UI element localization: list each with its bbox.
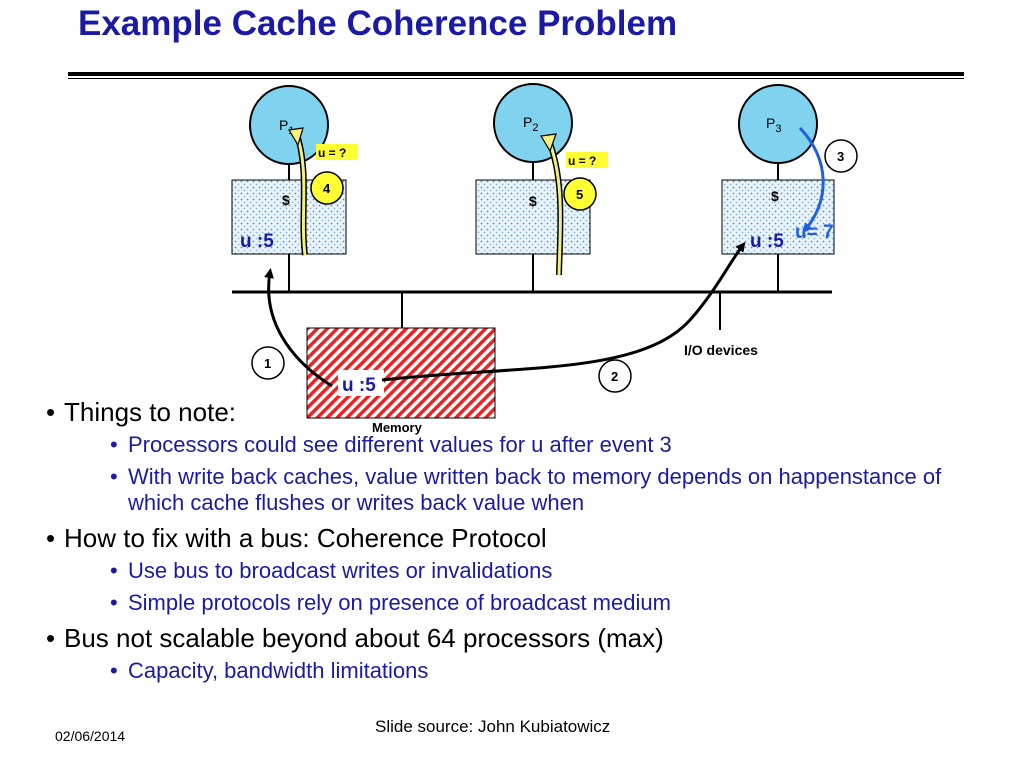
query-1-box	[316, 144, 358, 160]
event-1-label: 1	[264, 356, 271, 371]
slide-source: Slide source: John Kubiatowicz	[375, 717, 611, 736]
query-2-box	[566, 152, 608, 168]
event-3-badge	[824, 139, 858, 173]
processor-3-label: P3	[766, 115, 781, 135]
event-1-badge	[251, 346, 285, 380]
event-2-label: 2	[611, 369, 618, 384]
event-4-label: 4	[323, 181, 331, 196]
processor-1-circle	[249, 85, 329, 165]
processor-1: P1 $ u :5	[231, 85, 347, 292]
processor-2-label: P2	[523, 114, 538, 134]
cache-3-label: $	[771, 188, 779, 204]
query-2-label: u = ?	[568, 154, 596, 168]
event-5-badge	[563, 177, 597, 211]
memory-value: u :5	[342, 375, 376, 396]
bullet-3-1: Capacity, bandwidth limitations	[42, 658, 982, 684]
event-4-badge	[310, 171, 344, 205]
event-5-label: 5	[576, 187, 583, 202]
title-rule	[68, 72, 964, 76]
bullet-2-1: Use bus to broadcast writes or invalidat…	[42, 558, 982, 584]
event-2-badge	[598, 359, 632, 393]
cache-3-value: u :5	[750, 231, 784, 252]
query-1-label: u = ?	[318, 146, 346, 160]
processor-3: P3 $ u :5	[721, 84, 835, 292]
event-3-number: 3	[837, 149, 844, 164]
io-devices-label: I/O devices	[684, 342, 758, 358]
bullet-2: How to fix with a bus: Coherence Protoco…	[42, 522, 982, 554]
bullet-2-2: Simple protocols rely on presence of bro…	[42, 590, 982, 616]
cache-1-label: $	[282, 192, 290, 208]
event-1-arrow	[264, 268, 333, 388]
bullet-list: Things to note: Processors could see dif…	[42, 396, 982, 690]
bullet-1: Things to note:	[42, 396, 982, 428]
bullet-1-2: With write back caches, value written ba…	[42, 464, 982, 516]
event-2-arrow	[381, 241, 746, 382]
processor-3-circle	[738, 84, 818, 164]
cache-1-value: u :5	[240, 231, 274, 252]
bullet-3: Bus not scalable beyond about 64 process…	[42, 622, 982, 654]
slide-date: 02/06/2014	[55, 728, 126, 744]
slide-title: Example Cache Coherence Problem	[78, 4, 678, 43]
write-u7-label: u= 7	[795, 222, 834, 243]
title-rule-thin	[68, 78, 964, 79]
cache-2-label: $	[529, 193, 537, 209]
bullet-1-1: Processors could see different values fo…	[42, 432, 982, 458]
event-3-arrow	[798, 126, 825, 234]
